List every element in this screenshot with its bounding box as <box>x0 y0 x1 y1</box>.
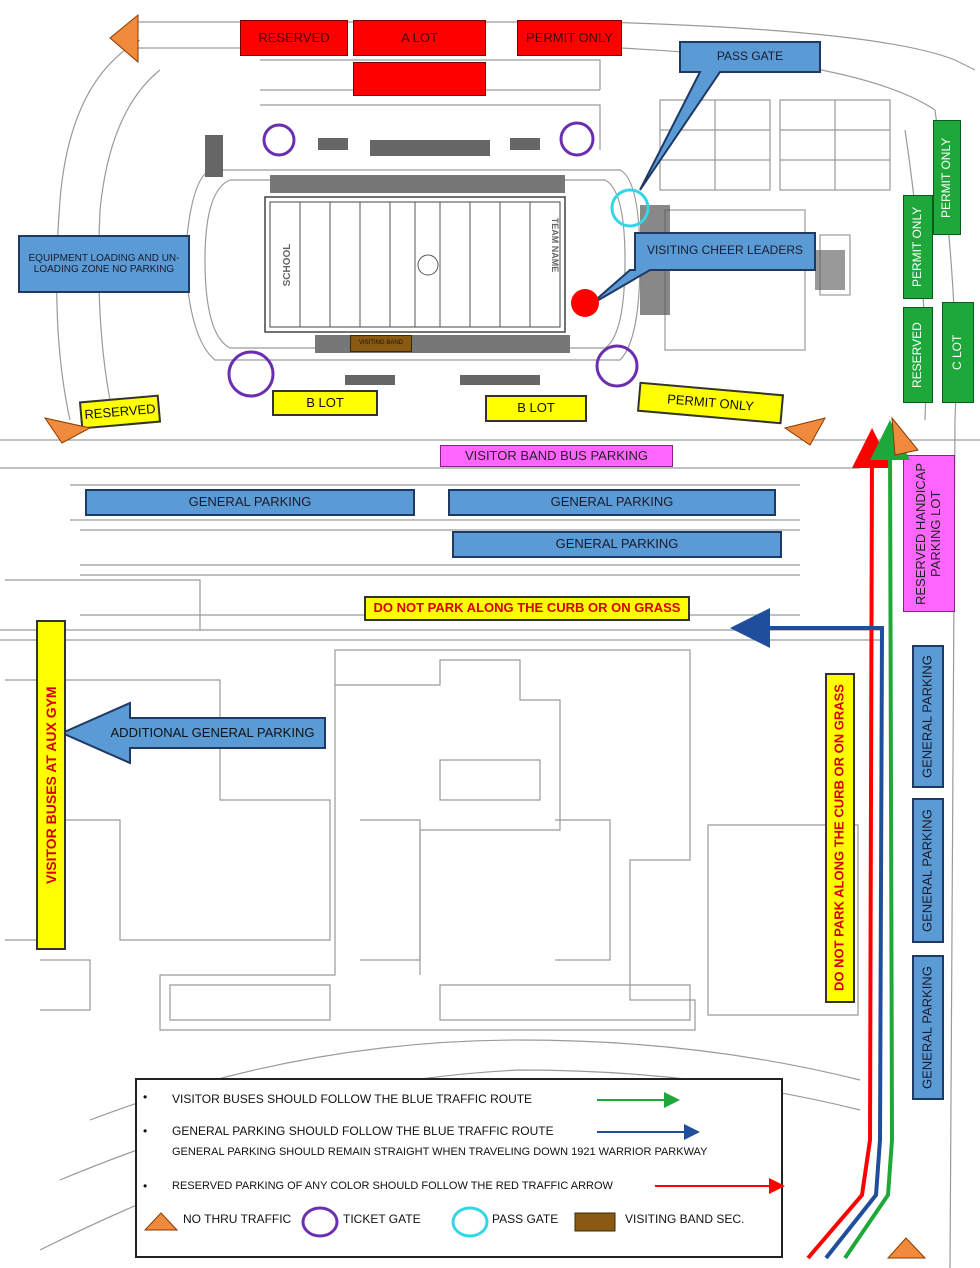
purple-circle-icon <box>227 350 275 398</box>
pass-gate-callout: PASS GATE <box>716 49 784 64</box>
a-lot[interactable]: A LOT <box>353 20 486 56</box>
legend-general: GENERAL PARKING SHOULD FOLLOW THE BLUE T… <box>172 1124 554 1138</box>
b-lot-left[interactable]: B LOT <box>272 390 378 416</box>
legend-buses: VISITOR BUSES SHOULD FOLLOW THE BLUE TRA… <box>172 1092 533 1106</box>
green-route <box>843 420 911 1260</box>
legend-reserved: RESERVED PARKING OF ANY COLOR SHOULD FOL… <box>172 1180 613 1192</box>
no-park-curb-banner: DO NOT PARK ALONG THE CURB OR ON GRASS <box>364 596 690 621</box>
brown-rectangle-icon <box>574 1212 616 1232</box>
triangle-icon <box>109 13 139 64</box>
cheer-location-marker <box>571 289 599 317</box>
legend-ticket-gate: TICKET GATE <box>343 1212 421 1226</box>
legend-bullet: • <box>143 1124 148 1138</box>
permit-only-top-lot[interactable]: PERMIT ONLY <box>517 20 622 56</box>
a-lot-lower[interactable] <box>353 62 486 96</box>
purple-circle-icon <box>301 1206 339 1238</box>
legend-bullet: • <box>143 1179 148 1193</box>
triangle-icon <box>886 1237 927 1259</box>
legend-pass-gate: PASS GATE <box>492 1212 559 1226</box>
triangle-icon <box>143 1212 179 1231</box>
legend-visiting-band-sec: VISITING BAND SEC. <box>625 1212 745 1226</box>
general-parking-3[interactable]: GENERAL PARKING <box>452 531 782 558</box>
general-parking-1[interactable]: GENERAL PARKING <box>85 489 415 516</box>
legend-graphics <box>143 1092 785 1238</box>
cyan-circle-icon <box>610 188 650 228</box>
legend-no-thru: NO THRU TRAFFIC <box>183 1212 292 1226</box>
general-parking-2[interactable]: GENERAL PARKING <box>448 489 776 516</box>
blue-route <box>730 608 885 1260</box>
visitor-band-bus-parking[interactable]: VISITOR BAND BUS PARKING <box>440 445 673 467</box>
visiting-band-section: VISITING BAND <box>350 335 412 352</box>
legend-general-sub: GENERAL PARKING SHOULD REMAIN STRAIGHT W… <box>172 1146 708 1158</box>
reserved-top-lot[interactable]: RESERVED <box>240 20 348 56</box>
legend: • VISITOR BUSES SHOULD FOLLOW THE BLUE T… <box>135 1078 785 1258</box>
cyan-circle-icon <box>451 1206 489 1238</box>
triangle-icon <box>783 417 826 446</box>
purple-circle-icon <box>595 344 639 388</box>
equipment-zone-label: EQUIPMENT LOADING AND UN-LOADING ZONE NO… <box>18 235 190 293</box>
legend-bullet: • <box>143 1090 148 1104</box>
triangle-icon <box>43 417 92 444</box>
triangle-icon <box>891 416 919 456</box>
b-lot-right[interactable]: B LOT <box>485 395 587 422</box>
purple-circle-icon <box>262 123 296 157</box>
additional-general-parking[interactable]: ADDITIONAL GENERAL PARKING <box>110 724 315 740</box>
purple-circle-icon <box>559 121 595 157</box>
red-route <box>806 428 892 1260</box>
visiting-cheer-callout: VISITING CHEER LEADERS <box>646 242 804 257</box>
